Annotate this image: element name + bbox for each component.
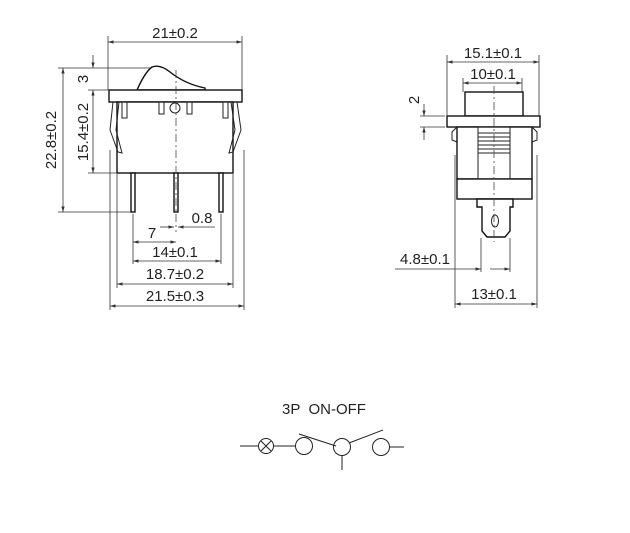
circuit-schematic: 3P ON-OFF: [240, 401, 404, 470]
body-lower: [456, 178, 533, 200]
lamp-symbol: [258, 438, 274, 454]
switch-arm-2: [348, 429, 384, 444]
dim-width-top: 21±0.2: [152, 25, 198, 42]
dim-rocker-height: 3: [75, 75, 92, 83]
indicator-circle: [169, 102, 181, 114]
terminal: [476, 198, 514, 238]
pin-3: [218, 172, 224, 213]
terminal-2: [333, 438, 351, 456]
flange: [446, 115, 541, 128]
dim-half-pitch: 7: [148, 225, 156, 242]
terminal-hole: [491, 214, 499, 228]
rocker: [135, 65, 206, 91]
dim-flange-width: 15.1±0.1: [464, 45, 522, 62]
switch-arm-1: [298, 433, 337, 447]
dim-pin-width: 0.8: [192, 210, 213, 227]
mounting-plate: [108, 89, 243, 103]
terminal-1: [295, 437, 313, 455]
dim-clip-width: 21.5±0.3: [146, 288, 204, 305]
schematic-title: 3P ON-OFF: [282, 401, 366, 418]
left-clip: [109, 101, 123, 154]
dim-body-width-side: 13±0.1: [471, 286, 517, 303]
side-view: 15.1±0.1 10±0.1 2 4.8±0.1 13±0.1: [395, 45, 541, 308]
right-clip: [228, 101, 242, 154]
dim-terminal-width: 4.8±0.1: [400, 251, 450, 268]
switch-body: [116, 101, 234, 174]
dim-total-height: 22.8±0.2: [43, 111, 60, 169]
front-view: 21±0.2 22.8±0.2 3 15.4±0.2 0.8 7 14±0.1 …: [43, 25, 245, 310]
pin-1: [130, 172, 136, 213]
dim-body-width: 18.7±0.2: [146, 266, 204, 283]
dim-flange-thickness: 2: [406, 96, 423, 104]
dim-pin-pitch: 14±0.1: [152, 244, 198, 261]
terminal-3: [372, 438, 390, 456]
dim-button-width: 10±0.1: [470, 66, 516, 83]
dim-body-height: 15.4±0.2: [75, 103, 92, 161]
